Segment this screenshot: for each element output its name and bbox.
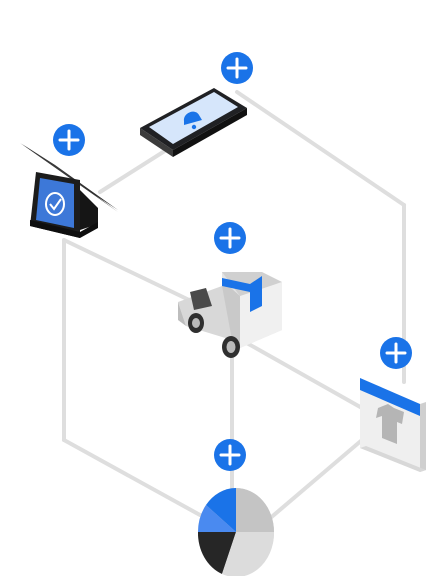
connection-line (235, 90, 406, 207)
plus-icon (219, 227, 241, 249)
shirt-icon (376, 404, 404, 444)
connection-line (266, 438, 364, 522)
add-node-button-chart[interactable] (214, 439, 246, 471)
plus-icon (58, 129, 80, 151)
add-node-button-terminal[interactable] (53, 124, 85, 156)
pie-chart (197, 488, 275, 576)
browser-window (360, 378, 426, 472)
bell-icon (183, 111, 202, 130)
add-node-button-phone[interactable] (221, 52, 253, 84)
connection-line (243, 340, 364, 410)
connection-line (62, 438, 202, 517)
check-icon (45, 192, 65, 216)
plus-icon (385, 342, 407, 364)
delivery-truck (178, 272, 282, 358)
add-node-button-browser[interactable] (380, 337, 412, 369)
pos-terminal (20, 143, 118, 238)
smartphone (140, 88, 247, 157)
plus-icon (219, 444, 241, 466)
add-node-button-truck[interactable] (214, 222, 246, 254)
plus-icon (226, 57, 248, 79)
connection-line (62, 238, 212, 312)
